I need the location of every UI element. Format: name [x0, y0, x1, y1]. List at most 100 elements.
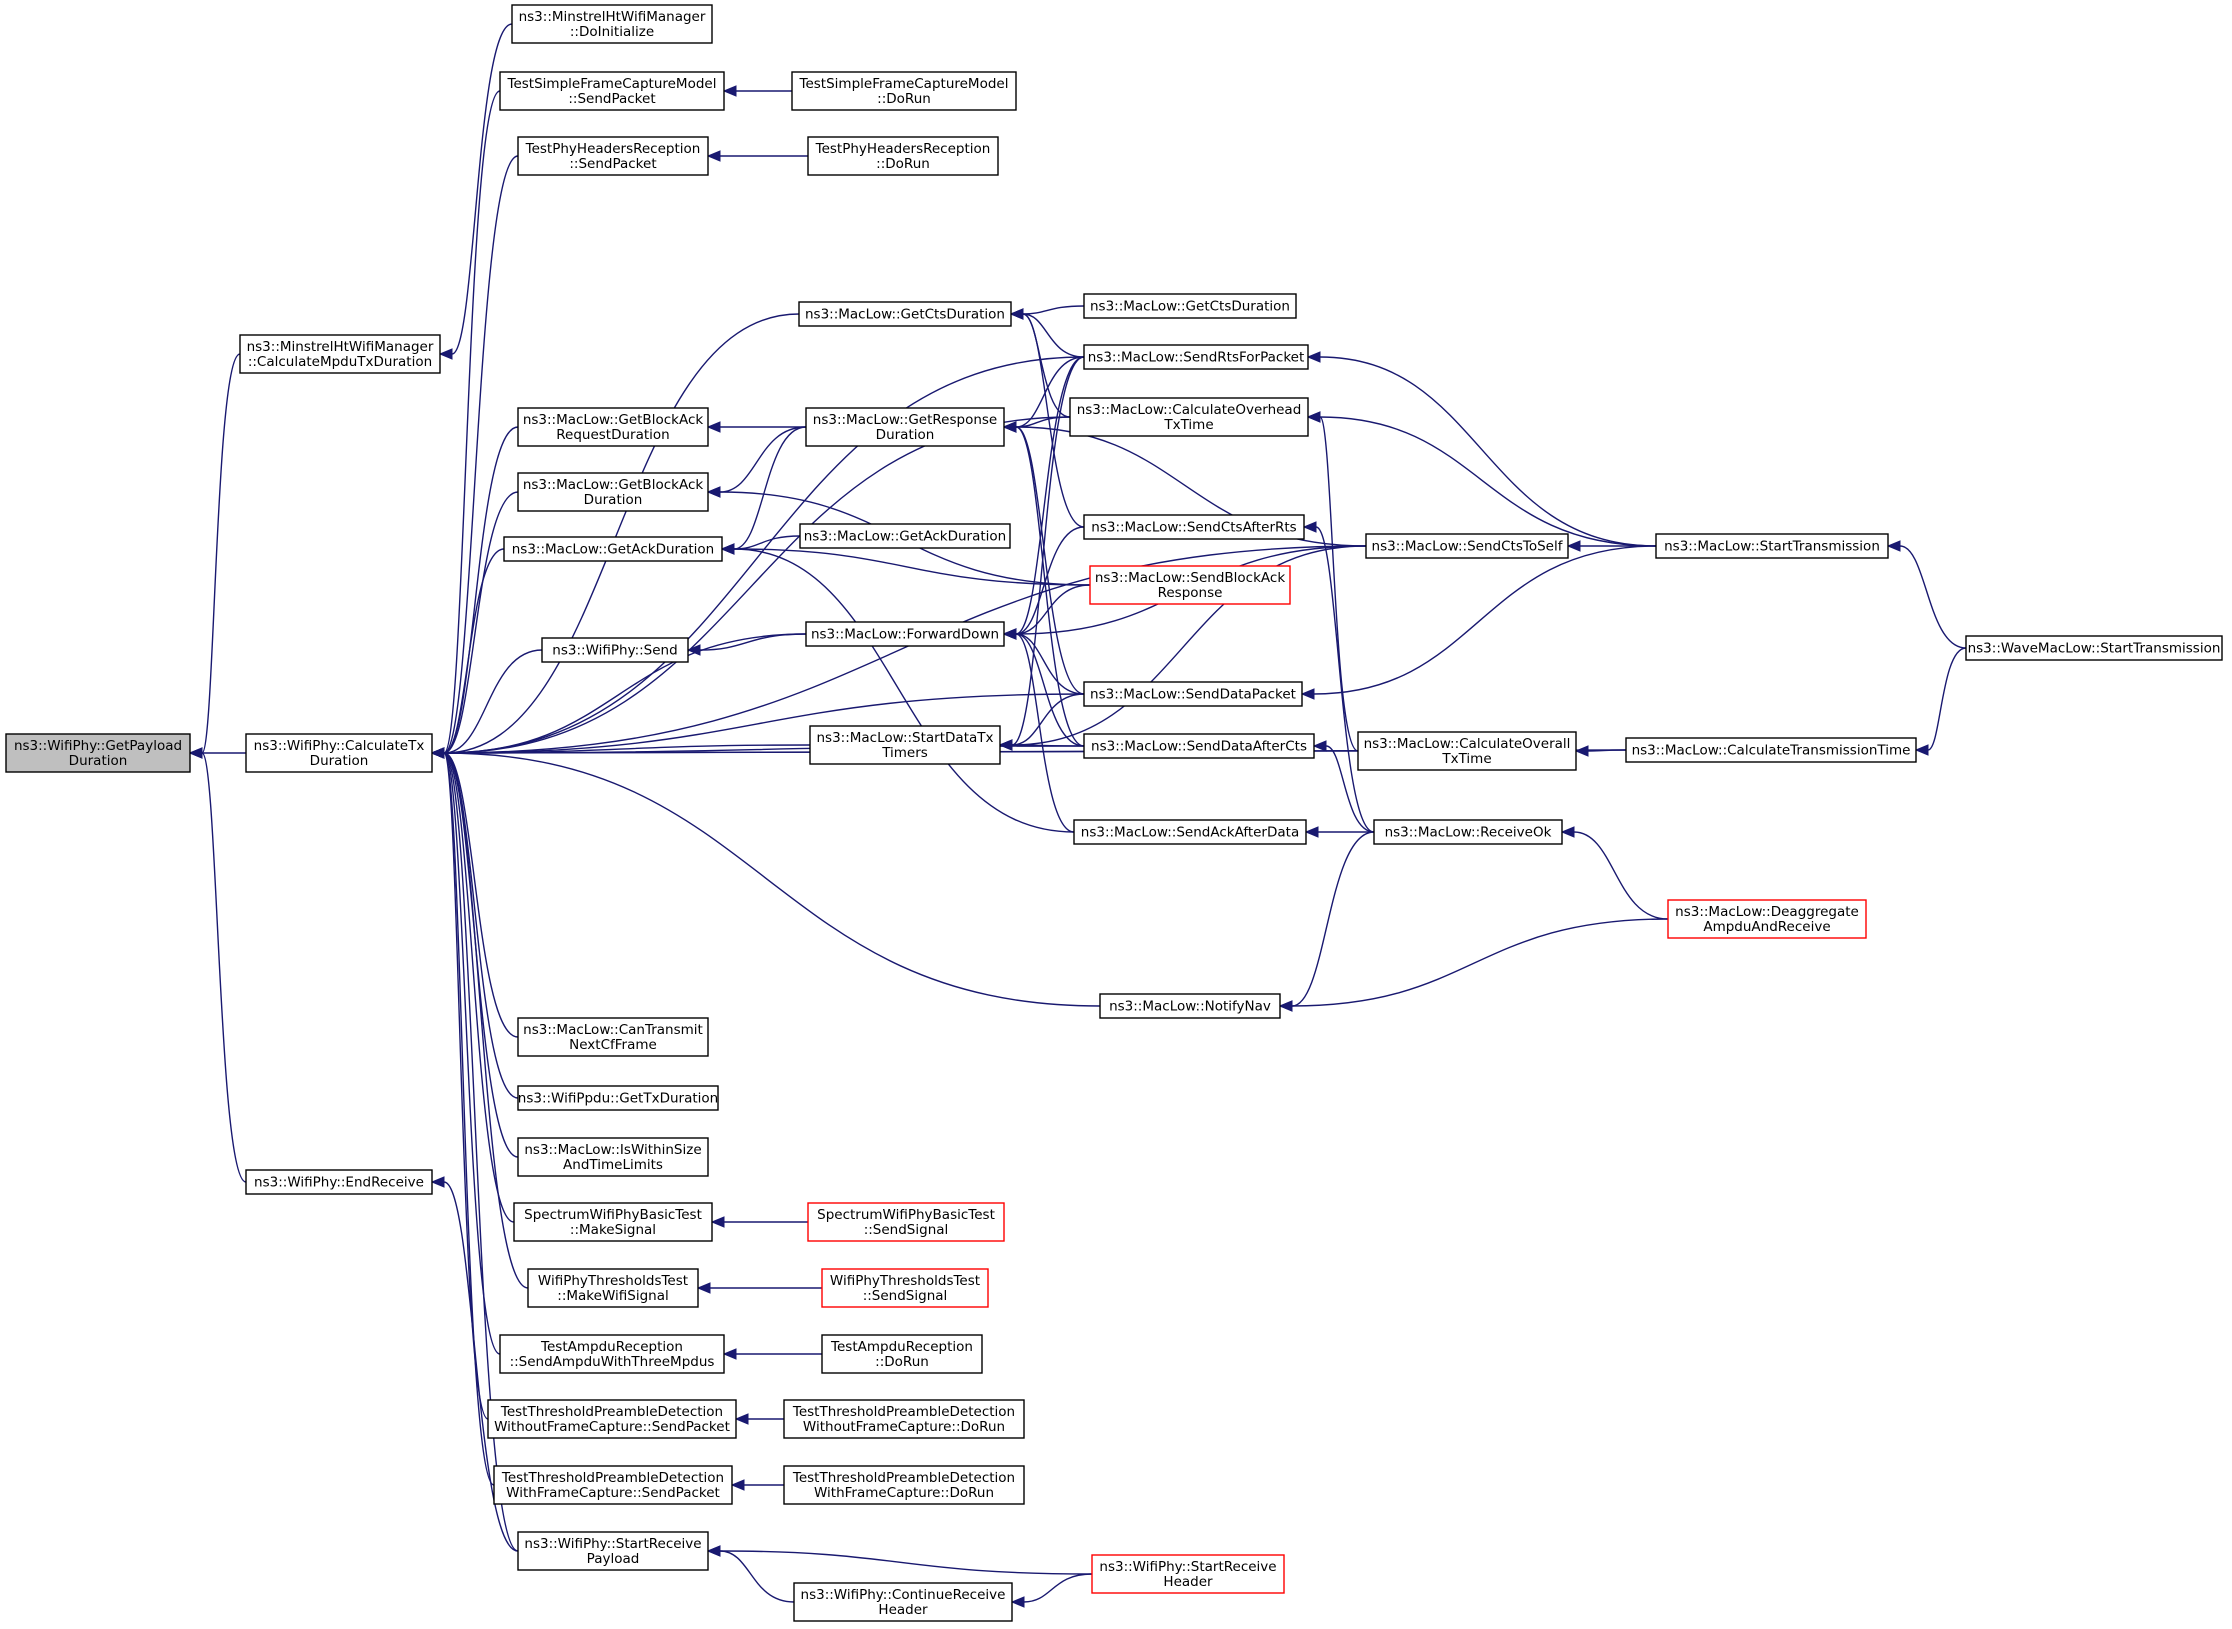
- node-sendrtsforpacket[interactable]: ns3::MacLow::SendRtsForPacket: [1083, 344, 1309, 370]
- node-box[interactable]: [487, 1399, 737, 1439]
- node-box[interactable]: [245, 1169, 433, 1195]
- node-box[interactable]: [821, 1334, 983, 1374]
- node-ttpd_wofc_sendpacket[interactable]: TestThresholdPreambleDetectionWithoutFra…: [487, 1399, 737, 1439]
- node-starttransmission[interactable]: ns3::MacLow::StartTransmission: [1655, 533, 1889, 559]
- node-box[interactable]: [1965, 635, 2223, 661]
- node-getctsduration_b[interactable]: ns3::MacLow::GetCtsDuration: [1083, 293, 1297, 319]
- node-box[interactable]: [798, 301, 1012, 327]
- node-tphr_dorun[interactable]: TestPhyHeadersReception::DoRun: [807, 136, 999, 176]
- node-wavemaclow_starttransmission[interactable]: ns3::WaveMacLow::StartTransmission: [1965, 635, 2223, 661]
- node-ttpd_wfc_dorun[interactable]: TestThresholdPreambleDetectionWithFrameC…: [783, 1465, 1025, 1505]
- node-receiveok[interactable]: ns3::MacLow::ReceiveOk: [1373, 819, 1563, 845]
- node-box[interactable]: [1625, 737, 1917, 763]
- node-swpbt_makesignal[interactable]: SpectrumWifiPhyBasicTest::MakeSignal: [513, 1202, 713, 1242]
- node-box[interactable]: [807, 1202, 1005, 1242]
- node-box[interactable]: [517, 407, 709, 447]
- node-box[interactable]: [239, 334, 441, 374]
- node-wifiphy_send[interactable]: ns3::WifiPhy::Send: [541, 637, 689, 663]
- node-notifynav[interactable]: ns3::MacLow::NotifyNav: [1099, 993, 1281, 1019]
- node-box[interactable]: [511, 4, 713, 44]
- node-tar_dorun[interactable]: TestAmpduReception::DoRun: [821, 1334, 983, 1374]
- node-box[interactable]: [499, 1334, 725, 1374]
- node-box[interactable]: [517, 1137, 709, 1177]
- node-senddataaftercts[interactable]: ns3::MacLow::SendDataAfterCts: [1083, 733, 1315, 759]
- node-box[interactable]: [517, 136, 709, 176]
- node-box[interactable]: [5, 733, 191, 773]
- node-tphr_sendpacket[interactable]: TestPhyHeadersReception::SendPacket: [517, 136, 709, 176]
- node-box[interactable]: [517, 472, 709, 512]
- node-box[interactable]: [821, 1268, 989, 1308]
- node-calc_mpdu_tx_duration[interactable]: ns3::MinstrelHtWifiManager::CalculateMpd…: [239, 334, 441, 374]
- node-box[interactable]: [493, 1465, 733, 1505]
- node-box[interactable]: [807, 136, 999, 176]
- node-box[interactable]: [1069, 397, 1309, 437]
- node-forwarddown[interactable]: ns3::MacLow::ForwardDown: [805, 621, 1005, 647]
- node-getackduration_b[interactable]: ns3::MacLow::GetAckDuration: [799, 523, 1011, 549]
- node-ttpd_wofc_dorun[interactable]: TestThresholdPreambleDetectionWithoutFra…: [783, 1399, 1025, 1439]
- node-box[interactable]: [809, 725, 1001, 765]
- node-getctsduration_a[interactable]: ns3::MacLow::GetCtsDuration: [798, 301, 1012, 327]
- node-ttpd_wfc_sendpacket[interactable]: TestThresholdPreambleDetectionWithFrameC…: [493, 1465, 733, 1505]
- node-sendctsafterrts[interactable]: ns3::MacLow::SendCtsAfterRts: [1083, 514, 1305, 540]
- node-tsfcm_dorun[interactable]: TestSimpleFrameCaptureModel::DoRun: [791, 71, 1017, 111]
- node-calculatetransmissiontime[interactable]: ns3::MacLow::CalculateTransmissionTime: [1625, 737, 1917, 763]
- node-sendackafterdata[interactable]: ns3::MacLow::SendAckAfterData: [1073, 819, 1307, 845]
- node-box[interactable]: [1083, 344, 1309, 370]
- node-wptt_makewifisignal[interactable]: WifiPhyThresholdsTest::MakeWifiSignal: [527, 1268, 699, 1308]
- node-swpbt_sendsignal[interactable]: SpectrumWifiPhyBasicTest::SendSignal: [807, 1202, 1005, 1242]
- node-box[interactable]: [783, 1399, 1025, 1439]
- node-box[interactable]: [513, 1202, 713, 1242]
- node-box[interactable]: [1083, 733, 1315, 759]
- node-box[interactable]: [1089, 565, 1291, 605]
- node-getackduration_a[interactable]: ns3::MacLow::GetAckDuration: [503, 536, 723, 562]
- node-senddatapacket[interactable]: ns3::MacLow::SendDataPacket: [1083, 681, 1303, 707]
- node-box[interactable]: [245, 733, 433, 773]
- node-box[interactable]: [805, 407, 1005, 447]
- node-box[interactable]: [499, 71, 725, 111]
- node-minstrel_doinitialize[interactable]: ns3::MinstrelHtWifiManager::DoInitialize: [511, 4, 713, 44]
- node-tar_sendampdu[interactable]: TestAmpduReception::SendAmpduWithThreeMp…: [499, 1334, 725, 1374]
- node-box[interactable]: [1083, 293, 1297, 319]
- node-box[interactable]: [1073, 819, 1307, 845]
- node-box[interactable]: [517, 1017, 709, 1057]
- node-box[interactable]: [805, 621, 1005, 647]
- node-box[interactable]: [1357, 731, 1577, 771]
- node-box[interactable]: [1083, 681, 1303, 707]
- node-box[interactable]: [791, 71, 1017, 111]
- node-box[interactable]: [793, 1582, 1013, 1622]
- node-box[interactable]: [517, 1085, 719, 1111]
- node-box[interactable]: [503, 536, 723, 562]
- node-end_receive[interactable]: ns3::WifiPhy::EndReceive: [245, 1169, 433, 1195]
- node-sendctstoself[interactable]: ns3::MacLow::SendCtsToSelf: [1365, 533, 1569, 559]
- node-tsfcm_sendpacket[interactable]: TestSimpleFrameCaptureModel::SendPacket: [499, 71, 725, 111]
- node-box[interactable]: [1091, 1554, 1285, 1594]
- node-box[interactable]: [1099, 993, 1281, 1019]
- node-box[interactable]: [1373, 819, 1563, 845]
- node-box[interactable]: [1667, 899, 1867, 939]
- node-box[interactable]: [1083, 514, 1305, 540]
- node-box[interactable]: [527, 1268, 699, 1308]
- node-box[interactable]: [1655, 533, 1889, 559]
- node-box[interactable]: [517, 1531, 709, 1571]
- node-box[interactable]: [783, 1465, 1025, 1505]
- node-box[interactable]: [1365, 533, 1569, 559]
- node-box[interactable]: [799, 523, 1011, 549]
- node-box[interactable]: [541, 637, 689, 663]
- node-wifippdu_gettxduration[interactable]: ns3::WifiPpdu::GetTxDuration: [517, 1085, 719, 1111]
- node-wptt_sendsignal[interactable]: WifiPhyThresholdsTest::SendSignal: [821, 1268, 989, 1308]
